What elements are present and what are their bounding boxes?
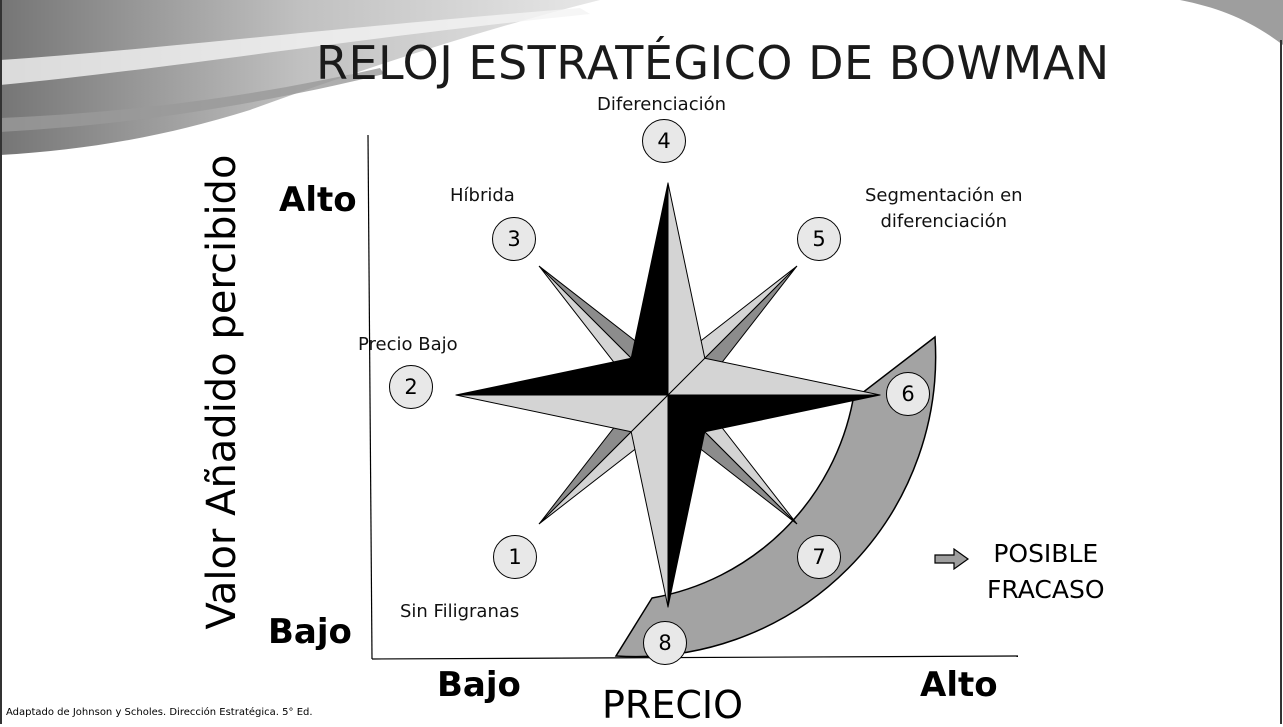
- star-main-point-3-right: [667, 394, 706, 608]
- y-axis-low-label: Bajo: [268, 612, 352, 652]
- strategy-7-number-circle: 7: [797, 535, 841, 579]
- y-axis-title: Valor Añadido percibido: [199, 154, 245, 630]
- x-axis-high-label: Alto: [920, 665, 998, 705]
- strategy-4-label: Diferenciación: [597, 94, 727, 115]
- star-main-point-2-left: [455, 357, 669, 396]
- header-swoosh-stripe: [0, 68, 384, 132]
- strategy-5-label-line1: Segmentación en: [865, 185, 1023, 206]
- strategy-2-number-circle: 2: [389, 365, 433, 409]
- compass-star: [455, 182, 881, 608]
- strategy-6-number-circle: 6: [886, 372, 930, 416]
- strategy-3-label: Híbrida: [450, 185, 515, 206]
- x-axis-title: PRECIO: [602, 683, 743, 727]
- y-axis-line: [367, 134, 373, 660]
- outcome-line2: FRACASO: [987, 575, 1105, 604]
- x-axis-line: [371, 655, 1019, 660]
- strategy-8-number-circle: 8: [643, 621, 687, 665]
- star-main-point-3-left: [630, 394, 669, 608]
- strategy-3-number-circle: 3: [492, 217, 536, 261]
- source-footnote: Adaptado de Johnson y Scholes. Dirección…: [6, 707, 313, 718]
- strategy-5-label: Segmentación en diferenciación: [865, 183, 1023, 235]
- strategy-5-label-line2: diferenciación: [880, 211, 1008, 232]
- page-title: RELOJ ESTRATÉGICO DE BOWMAN: [316, 36, 1110, 90]
- strategy-5-number-circle: 5: [797, 217, 841, 261]
- right-arrow-icon: [934, 548, 970, 570]
- strategy-4-number-circle: 4: [642, 119, 686, 163]
- header-swoosh-stripe: [0, 8, 590, 85]
- y-axis-high-label: Alto: [279, 180, 357, 220]
- strategy-1-number-circle: 1: [493, 535, 537, 579]
- outcome-line1: POSIBLE: [993, 539, 1099, 568]
- strategy-1-label: Sin Filigranas: [400, 601, 520, 622]
- star-main-point-1-left: [667, 182, 706, 396]
- strategy-2-label: Precio Bajo: [358, 334, 458, 355]
- header-right-edge: [1180, 0, 1283, 45]
- x-axis-low-label: Bajo: [437, 665, 521, 705]
- outcome-text: POSIBLE FRACASO: [987, 536, 1105, 608]
